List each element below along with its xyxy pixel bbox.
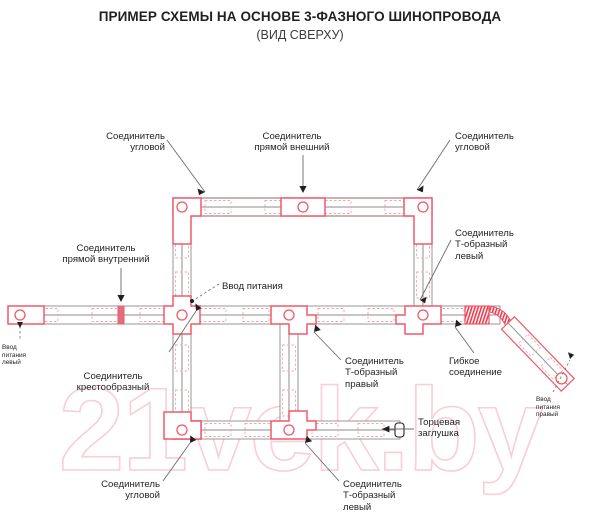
label-flexible-joint: Гибкое соединение bbox=[449, 356, 502, 379]
leader-arrowheads bbox=[117, 185, 462, 443]
label-corner-top-left: Соединитель угловой bbox=[106, 131, 165, 154]
label-power-feed-center: Ввод питания bbox=[222, 281, 283, 292]
label-tee-left-right-side: Соединитель Т-образный левый bbox=[455, 228, 514, 262]
label-tee-left-bottom: Соединитель Т-образный левый bbox=[343, 479, 402, 513]
label-power-feed-right: Ввод питания правый bbox=[536, 396, 560, 419]
leader-lines bbox=[120, 139, 475, 482]
label-corner-top-right: Соединитель угловой bbox=[455, 131, 514, 154]
label-corner-bottom-left: Соединитель угловой bbox=[101, 479, 160, 502]
power-feed-dots bbox=[17, 299, 575, 359]
busbar-network bbox=[7, 197, 576, 440]
page-subtitle: (ВИД СВЕРХУ) bbox=[256, 28, 344, 42]
label-straight-inner: Соединитель прямой внутренний bbox=[62, 243, 150, 266]
power-feed-leaders bbox=[19, 283, 571, 393]
label-end-cap: Торцевая заглушка bbox=[418, 417, 461, 440]
title-block: ПРИМЕР СХЕМЫ НА ОСНОВЕ 3-ФАЗНОГО ШИНОПРО… bbox=[0, 0, 600, 42]
label-tee-right: Соединитель Т-образный правый bbox=[345, 356, 404, 390]
label-power-feed-left: Ввод питания левый bbox=[2, 344, 26, 367]
page-title: ПРИМЕР СХЕМЫ НА ОСНОВЕ 3-ФАЗНОГО ШИНОПРО… bbox=[98, 9, 502, 24]
label-cross-connector: Соединитель крестообразный bbox=[76, 371, 150, 394]
label-straight-outer: Соединитель прямой внешний bbox=[254, 131, 330, 154]
